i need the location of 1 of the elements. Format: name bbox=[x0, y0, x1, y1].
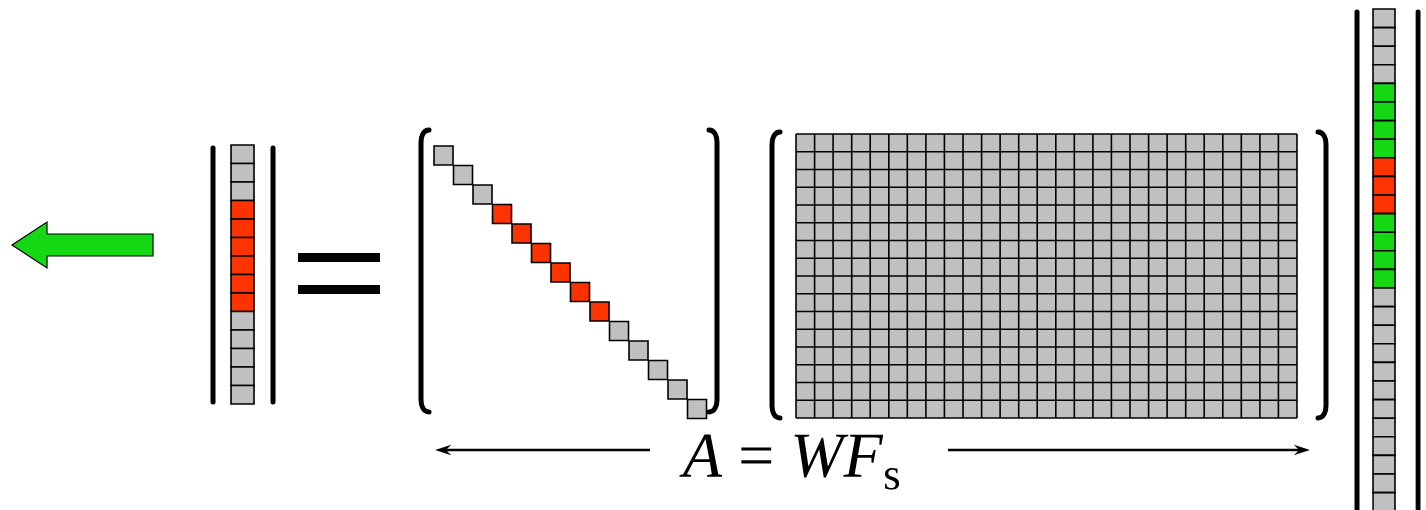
formula-label: A = WF$_{s}$ bbox=[679, 434, 899, 490]
